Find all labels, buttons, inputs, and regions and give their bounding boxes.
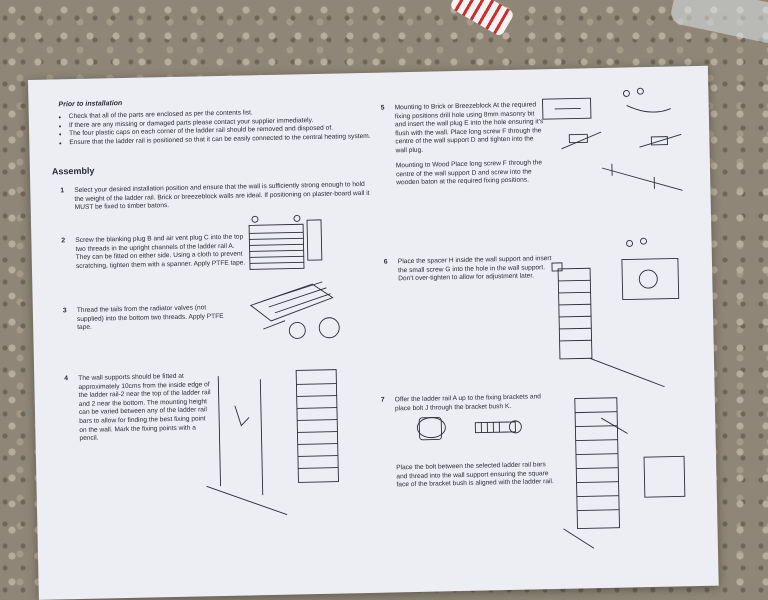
plastic-bag [669,0,768,45]
step-2-text: Screw the blanking plug B and air vent p… [75,233,246,271]
step-7b-text: Place the bolt between the selected ladd… [396,461,557,490]
valve-tails-illustration [242,283,353,355]
step-3-text: Thread the tails from the radiator valve… [77,304,228,333]
step-number: 4 [64,375,68,382]
step-number: 3 [63,307,67,314]
assembly-heading: Assembly [52,167,95,176]
ladder-fixed-illustration [561,396,704,559]
prior-list: Check that all of the parts are enclosed… [59,107,380,148]
step-number: 7 [381,397,385,404]
step-number: 6 [384,259,388,266]
step-number: 1 [60,187,64,194]
instruction-sheet: Prior to installation Check that all of … [28,66,719,600]
wall-mounting-illustration [204,363,357,516]
spacer-illustration [551,236,704,399]
bracket-bush-bolt-illustration [415,410,526,452]
mounting-wood-text: Mounting to Wood Place long screw F thro… [396,159,547,188]
step-1-text: Select your desired installation positio… [74,181,374,213]
step-number: 2 [61,237,65,244]
step-6-text: Place the spacer H inside the wall suppo… [398,255,559,284]
prior-heading: Prior to installation [58,100,122,110]
wall-plug-illustration [540,86,692,199]
step-number: 5 [381,105,385,112]
ladder-top-illustration [245,214,326,276]
step-4-text: The wall supports should be fitted at ap… [78,372,213,444]
red-white-object [449,0,515,37]
step-5-text: Mounting to Brick or Breezeblock At the … [395,101,546,156]
